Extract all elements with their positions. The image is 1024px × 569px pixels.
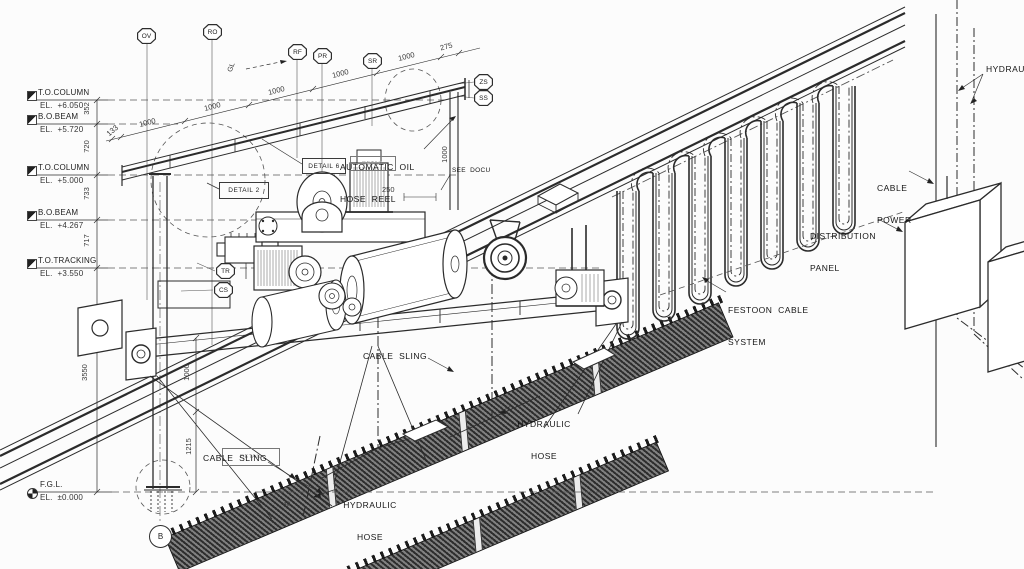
level-elevation: EL. +5.720 bbox=[40, 125, 84, 134]
annotation-line: HYDRAULIC bbox=[343, 500, 397, 510]
annotation-cable-sling-bottom: CABLE SLING bbox=[203, 453, 268, 463]
annotation-line: HOSE bbox=[356, 531, 384, 542]
dim-733: 733 bbox=[81, 187, 91, 200]
level-symbol bbox=[27, 259, 37, 269]
grid-bubble-label: TR bbox=[221, 267, 230, 275]
annotation-line: PANEL bbox=[810, 262, 840, 273]
level-elevation: EL. +5.000 bbox=[40, 176, 84, 185]
annotation-hydraulic-hose-left: HYDRAULIC HOSE bbox=[338, 479, 402, 563]
grid-bubble-label: B bbox=[157, 532, 164, 541]
level-elevation: EL. +3.550 bbox=[40, 269, 84, 278]
dim-352: 352 bbox=[81, 102, 91, 115]
grid-bubble-label: OV bbox=[141, 32, 152, 40]
annotation-hydraulic-clipped: HYDRAULIC bbox=[986, 64, 1024, 74]
grid-bubble-label: PR bbox=[317, 52, 328, 60]
annotation-cable-power: CABLE POWER bbox=[877, 162, 912, 246]
grid-bubble-label: SS bbox=[479, 94, 488, 102]
dim-3550: 3550 bbox=[79, 364, 89, 381]
detail-box-hidden: DETAIL bbox=[222, 448, 280, 466]
grid-bubble-b: B bbox=[149, 525, 172, 548]
dim-717: 717 bbox=[81, 234, 91, 247]
grid-bubble-cs: CS bbox=[214, 282, 233, 298]
level-name: B.O.BEAM bbox=[38, 208, 79, 217]
detail-box-2: DETAIL 2 bbox=[219, 182, 269, 199]
benchmark-symbol bbox=[27, 488, 38, 499]
level-elevation: EL. ±0.000 bbox=[40, 493, 84, 502]
annotation-line: CABLE bbox=[877, 183, 908, 193]
level-symbol bbox=[27, 166, 37, 176]
annotation-line: FESTOON CABLE bbox=[728, 305, 809, 315]
annotation-line: POWER bbox=[877, 214, 912, 225]
grid-bubble-tr: TR bbox=[216, 263, 235, 279]
annotation-line: HOSE bbox=[530, 450, 558, 461]
grid-bubble-pr: PR bbox=[313, 48, 332, 64]
annotation-line: DISTRIBUTION bbox=[810, 231, 876, 241]
grid-bubble-sr: SR bbox=[363, 53, 382, 69]
detail-box-6: DETAIL 6 bbox=[302, 158, 346, 174]
dim-1215: 1215 bbox=[183, 438, 193, 455]
grid-bubble-rf: RF bbox=[288, 44, 307, 60]
grid-bubble-label: SR bbox=[367, 57, 378, 65]
annotation-distribution-panel: DISTRIBUTION PANEL bbox=[810, 210, 876, 294]
annotation-oil-hose-reel: AUTOMATIC OIL HOSE REEL bbox=[340, 141, 415, 225]
grid-bubble-label: ZS bbox=[479, 78, 488, 86]
dim-40: 40 bbox=[283, 501, 291, 508]
detail-box-hidden: DETAIL bbox=[350, 156, 396, 171]
level-symbol bbox=[27, 91, 37, 101]
grid-bubble-ss: SS bbox=[474, 90, 493, 106]
dim-1000-hanger: 1000 bbox=[439, 146, 449, 163]
level-name: T.O.TRACKING bbox=[38, 256, 97, 265]
annotation-cable-sling-top: CABLE SLING bbox=[363, 351, 428, 361]
level-name: T.O.COLUMN bbox=[38, 88, 90, 97]
level-elevation: EL. +4.267 bbox=[40, 221, 84, 230]
annotation-line: HOSE REEL bbox=[340, 193, 397, 204]
grid-bubble-ro: RO bbox=[203, 24, 222, 40]
grid-bubble-zs: ZS bbox=[474, 74, 493, 90]
dim-250: 250 bbox=[382, 185, 395, 194]
grid-bubble-label: CS bbox=[218, 286, 229, 294]
level-name: F.G.L. bbox=[40, 480, 63, 489]
dim-720: 720 bbox=[81, 140, 91, 153]
level-elevation: EL. +6.050 bbox=[40, 101, 84, 110]
grid-bubble-label: RO bbox=[207, 28, 218, 36]
grid-bubble-ov: OV bbox=[137, 28, 156, 44]
level-name: T.O.COLUMN bbox=[38, 163, 90, 172]
annotation-line: HYDRAULIC bbox=[517, 419, 571, 429]
annotation-see-docu: SEE DOCU bbox=[452, 167, 491, 174]
grid-bubble-label: RF bbox=[293, 48, 302, 56]
annotation-line: AUTOMATIC OIL bbox=[340, 162, 415, 172]
level-symbol bbox=[27, 211, 37, 221]
annotation-hydraulic-hose-right: HYDRAULIC HOSE bbox=[512, 398, 576, 482]
level-name: B.O.BEAM bbox=[38, 112, 79, 121]
annotation-line: SYSTEM bbox=[728, 336, 766, 347]
annotation-festoon-cable-system: FESTOON CABLE SYSTEM bbox=[728, 284, 809, 368]
level-symbol bbox=[27, 115, 37, 125]
dim-1000-trolley: 1000 bbox=[181, 364, 191, 381]
